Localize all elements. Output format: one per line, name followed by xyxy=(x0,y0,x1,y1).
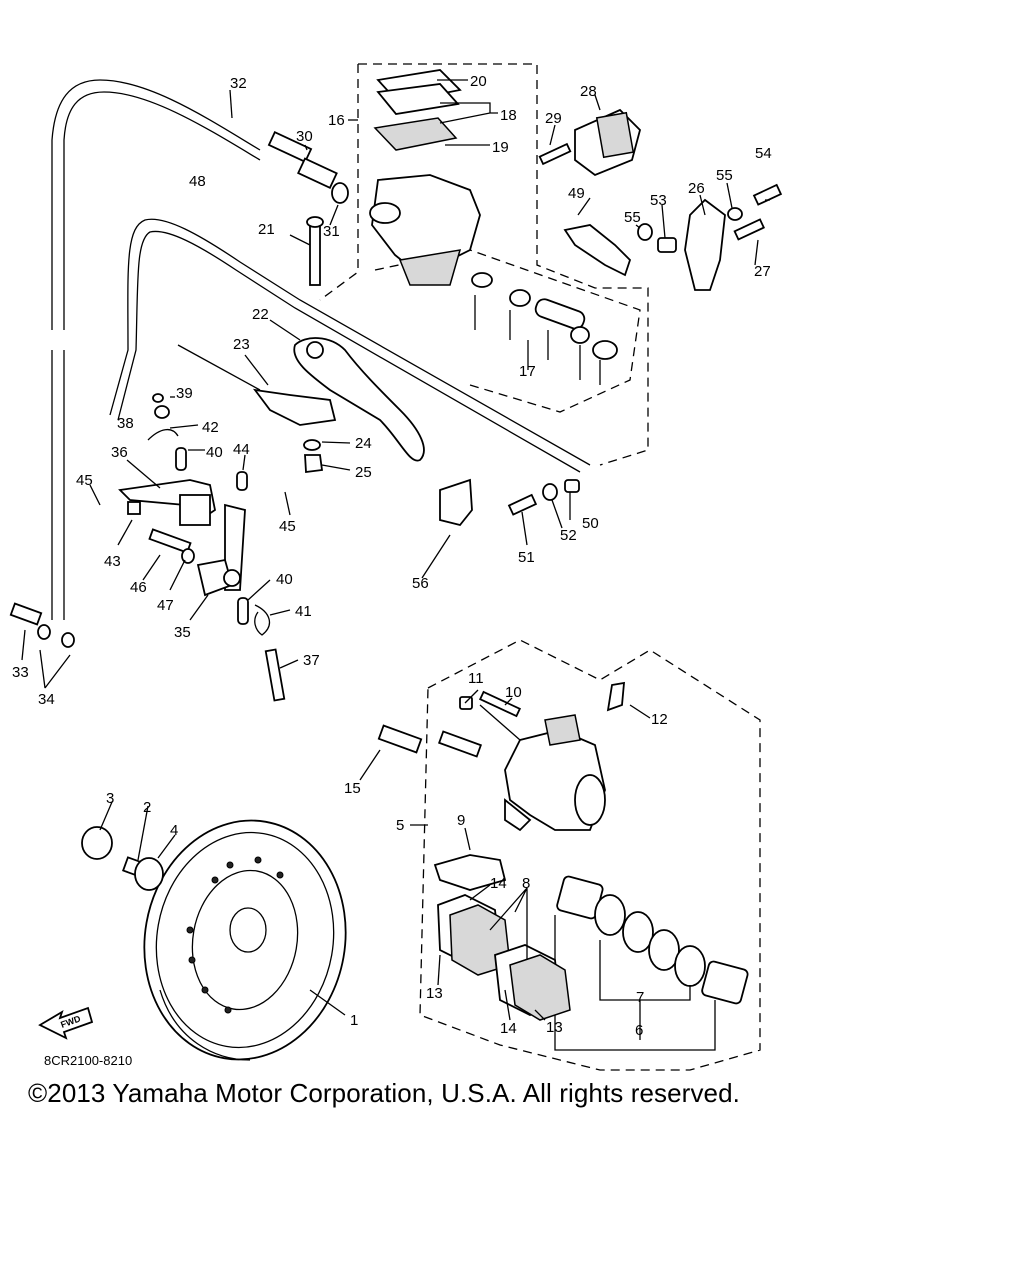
callout-38: 38 xyxy=(117,415,134,432)
callout-19: 19 xyxy=(492,139,509,156)
fwd-arrow-icon: FWD xyxy=(38,1006,94,1040)
callout-29: 29 xyxy=(545,110,562,127)
callout-35: 35 xyxy=(174,624,191,641)
brake-cable-lower xyxy=(51,350,65,620)
brake-cable-48 xyxy=(109,218,591,466)
callout-21: 21 xyxy=(258,221,275,238)
caliper-pistons xyxy=(554,875,749,1051)
callout-44: 44 xyxy=(233,441,250,458)
callout-40a: 40 xyxy=(206,444,223,461)
callout-17: 17 xyxy=(519,363,536,380)
callout-11: 11 xyxy=(468,670,484,687)
callout-14a: 14 xyxy=(490,875,507,892)
master-cylinder-body xyxy=(369,174,481,286)
callout-2: 2 xyxy=(143,799,151,816)
callout-41: 41 xyxy=(295,603,312,620)
callout-28: 28 xyxy=(580,83,597,100)
diagram-code: 8CR2100-8210 xyxy=(44,1053,133,1068)
callout-8: 8 xyxy=(522,875,530,892)
callout-30: 30 xyxy=(296,128,313,145)
brake-cable-48-inner xyxy=(117,230,581,473)
brake-pads xyxy=(433,854,571,1021)
pedal xyxy=(563,224,632,277)
callout-numbers: 1 2 3 4 5 6 7 8 9 10 11 12 13 13 14 14 1… xyxy=(12,73,772,1039)
callout-18: 18 xyxy=(500,107,517,124)
leader-lines xyxy=(21,79,770,1040)
piston-kit xyxy=(471,272,618,385)
master-cylinder-assembly-box xyxy=(358,63,649,466)
callout-39: 39 xyxy=(176,385,193,402)
callout-46: 46 xyxy=(130,579,147,596)
callout-22: 22 xyxy=(252,306,269,323)
callout-26: 26 xyxy=(688,180,705,197)
callout-48: 48 xyxy=(189,173,206,190)
brake-cable-32-inner xyxy=(63,91,261,330)
callout-5: 5 xyxy=(396,817,404,834)
callout-15: 15 xyxy=(344,780,361,797)
brake-cable-32 xyxy=(51,79,261,330)
copyright-notice: ©2013 Yamaha Motor Corporation, U.S.A. A… xyxy=(28,1078,740,1108)
callout-1: 1 xyxy=(350,1012,358,1029)
callout-10: 10 xyxy=(505,684,522,701)
brake-lever xyxy=(177,337,425,462)
callout-9: 9 xyxy=(457,812,465,829)
small-hardware xyxy=(9,131,783,891)
brake-disc xyxy=(143,819,347,1061)
callout-42: 42 xyxy=(202,419,219,436)
brake-caliper xyxy=(479,704,606,832)
callout-14b: 14 xyxy=(500,1020,517,1037)
callout-37: 37 xyxy=(303,652,320,669)
callout-49: 49 xyxy=(568,185,585,202)
callout-25: 25 xyxy=(355,464,372,481)
callout-55a: 55 xyxy=(624,209,641,226)
callout-6: 6 xyxy=(635,1022,643,1039)
callout-13a: 13 xyxy=(426,985,443,1002)
callout-27: 27 xyxy=(754,263,771,280)
callout-16: 16 xyxy=(328,112,345,129)
callout-45a: 45 xyxy=(76,472,93,489)
caliper-assembly-box xyxy=(419,639,761,1071)
callout-24: 24 xyxy=(355,435,372,452)
linkage-arm xyxy=(118,479,246,597)
callout-23: 23 xyxy=(233,336,250,353)
callout-13b: 13 xyxy=(546,1019,563,1036)
callout-12: 12 xyxy=(651,711,668,728)
pedal-bracket xyxy=(684,198,726,291)
callout-43: 43 xyxy=(104,553,121,570)
callout-34: 34 xyxy=(38,691,55,708)
callout-47: 47 xyxy=(157,597,174,614)
reservoir-cap xyxy=(373,69,462,151)
callout-40b: 40 xyxy=(276,571,293,588)
callout-50: 50 xyxy=(582,515,599,532)
callout-53: 53 xyxy=(650,192,667,209)
callout-3: 3 xyxy=(106,790,114,807)
callout-45b: 45 xyxy=(279,518,296,535)
brake-switch xyxy=(574,108,642,177)
callout-20: 20 xyxy=(470,73,487,90)
callout-55b: 55 xyxy=(716,167,733,184)
callout-36: 36 xyxy=(111,444,128,461)
callout-52: 52 xyxy=(560,527,577,544)
callout-56: 56 xyxy=(412,575,429,592)
callout-7: 7 xyxy=(636,989,644,1006)
callout-51: 51 xyxy=(518,549,535,566)
callout-32: 32 xyxy=(230,75,247,92)
callout-4: 4 xyxy=(170,822,178,839)
callout-33: 33 xyxy=(12,664,29,681)
callout-54: 54 xyxy=(755,145,772,162)
callout-31: 31 xyxy=(323,223,340,240)
